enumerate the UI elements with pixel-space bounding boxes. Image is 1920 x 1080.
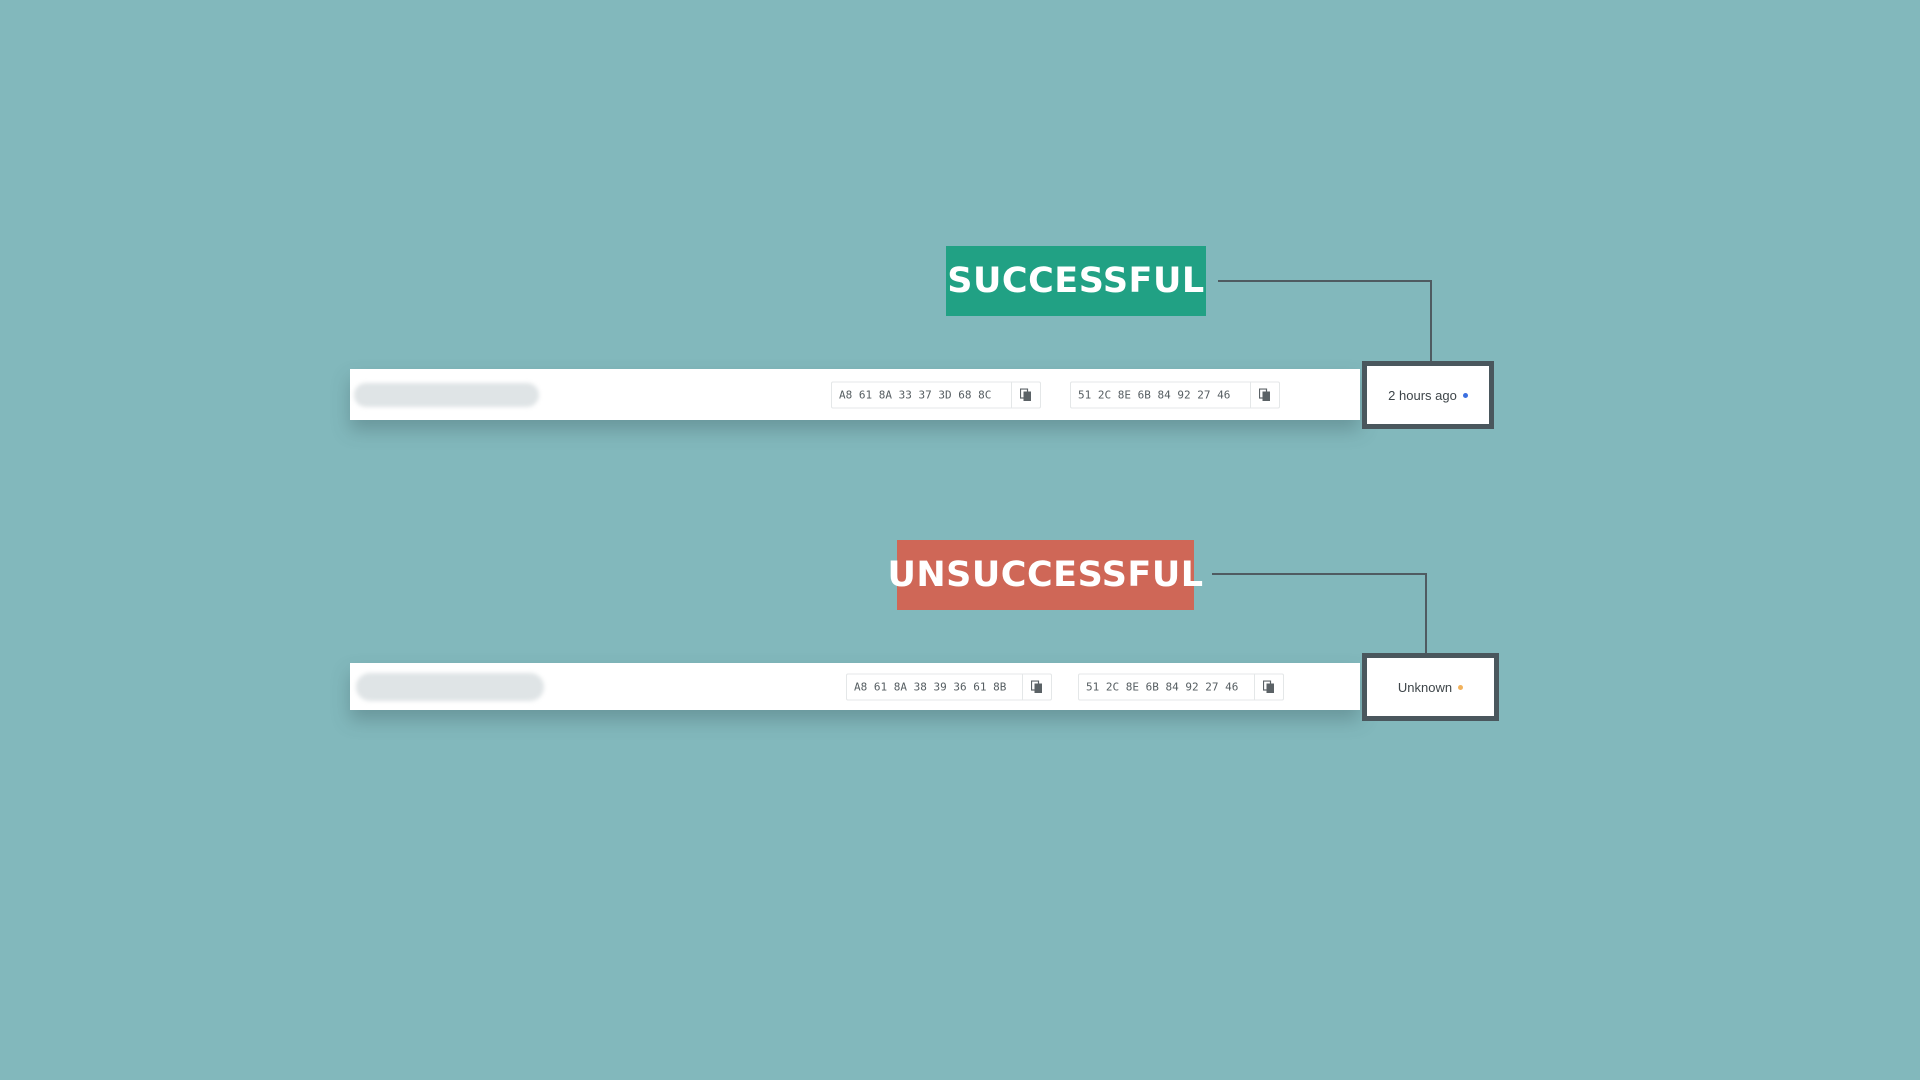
fingerprint-value: 51 2C 8E 6B 84 92 27 46 <box>1086 680 1239 693</box>
copy-fingerprint-2-button[interactable] <box>1254 674 1283 699</box>
last-seen-status: Unknown <box>1397 679 1453 695</box>
fingerprint-field-1: A8 61 8A 33 37 3D 68 8C <box>831 381 1041 408</box>
table-row: A8 61 8A 33 37 3D 68 8C 51 2C 8E 6B 84 9… <box>350 369 1360 420</box>
successful-connector-line <box>1218 280 1432 364</box>
unsuccessful-connector-line <box>1212 573 1427 655</box>
copy-icon <box>1259 388 1270 401</box>
table-row: A8 61 8A 38 39 36 61 8B 51 2C 8E 6B 84 9… <box>350 663 1360 710</box>
last-seen-status: 2 hours ago <box>1388 387 1457 403</box>
successful-label: SUCCESSFUL <box>946 246 1206 316</box>
fingerprint-field-1: A8 61 8A 38 39 36 61 8B <box>846 673 1052 700</box>
fingerprint-field-2: 51 2C 8E 6B 84 92 27 46 <box>1078 673 1284 700</box>
fingerprint-field-2: 51 2C 8E 6B 84 92 27 46 <box>1070 381 1280 408</box>
copy-fingerprint-2-button[interactable] <box>1250 382 1279 407</box>
copy-icon <box>1031 680 1042 693</box>
status-dot-icon <box>1462 392 1468 398</box>
last-seen-status-highlight: 2 hours ago <box>1362 361 1494 429</box>
fingerprint-value: A8 61 8A 38 39 36 61 8B <box>854 680 1007 693</box>
blurred-name-placeholder <box>354 382 539 407</box>
copy-icon <box>1020 388 1031 401</box>
status-dot-icon <box>1458 684 1464 690</box>
last-seen-status-highlight: Unknown <box>1362 653 1499 721</box>
blurred-name-placeholder <box>356 672 544 701</box>
fingerprint-value: 51 2C 8E 6B 84 92 27 46 <box>1078 388 1231 401</box>
copy-fingerprint-1-button[interactable] <box>1011 382 1040 407</box>
copy-fingerprint-1-button[interactable] <box>1022 674 1051 699</box>
unsuccessful-label: UNSUCCESSFUL <box>887 540 1203 610</box>
copy-icon <box>1263 680 1274 693</box>
fingerprint-value: A8 61 8A 33 37 3D 68 8C <box>839 388 992 401</box>
